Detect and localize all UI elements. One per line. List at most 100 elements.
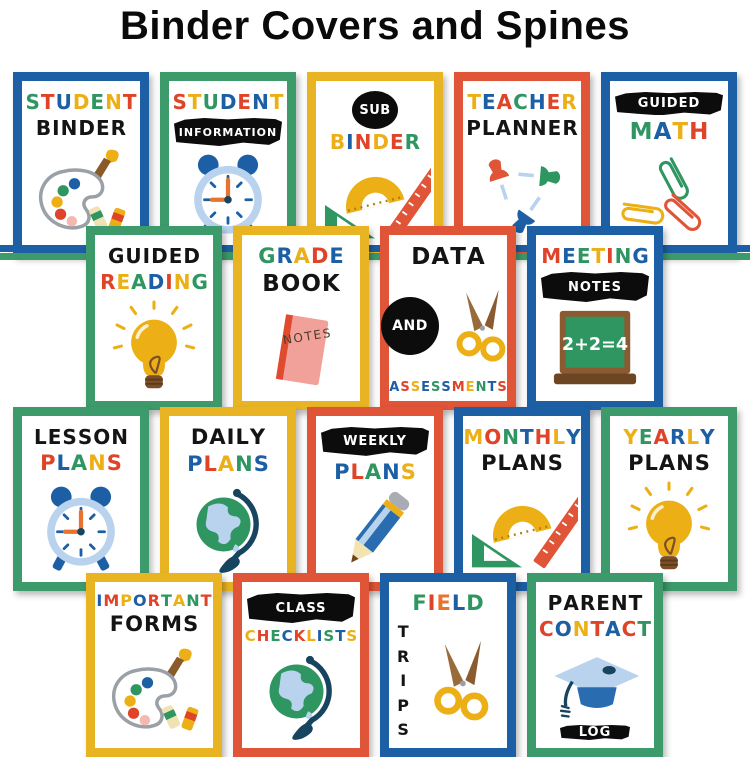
letter: R	[404, 130, 421, 154]
letter: T	[200, 591, 212, 610]
letter: A	[496, 90, 513, 114]
binder-spine-strip	[0, 253, 750, 260]
letter: A	[70, 451, 88, 475]
letter: A	[293, 244, 310, 268]
letter: R	[670, 425, 686, 449]
letter: R	[397, 646, 410, 666]
globe-icon	[242, 646, 360, 744]
letter: N	[614, 244, 632, 268]
letter: A	[466, 244, 485, 270]
letter: N	[382, 459, 400, 484]
letter: L	[552, 425, 566, 449]
letter: E	[116, 270, 131, 294]
letter: R	[276, 244, 293, 268]
letter: B	[35, 116, 52, 140]
black-banner: NOTES	[541, 272, 649, 302]
letter: H	[528, 90, 546, 114]
letter: K	[321, 271, 340, 298]
letter: T	[591, 244, 606, 268]
binder-spine-strip	[0, 245, 750, 252]
letter: AND	[392, 318, 428, 334]
letter: T	[628, 591, 643, 615]
black-banner: LOG	[560, 725, 630, 740]
letter: P	[481, 451, 497, 475]
scissors-icon	[417, 625, 499, 737]
letter: S	[346, 627, 358, 645]
letter: M	[103, 591, 120, 610]
letter: H	[256, 627, 270, 645]
letter: O	[301, 271, 321, 298]
letter: T	[672, 119, 689, 146]
letter: R	[147, 591, 160, 610]
letter: A	[658, 451, 676, 475]
letter: N	[676, 451, 694, 475]
letter: A	[431, 244, 450, 270]
letter: T	[335, 627, 346, 645]
letter: O	[554, 617, 572, 641]
letter: P	[334, 459, 350, 484]
geometry-tools-icon	[463, 477, 581, 578]
letter: C	[513, 90, 528, 114]
letter: T	[122, 90, 137, 114]
letter: U	[55, 90, 72, 114]
letter: S	[400, 380, 410, 396]
letter: A	[172, 591, 186, 610]
letter: D	[310, 244, 329, 268]
letter: N	[173, 270, 191, 294]
letter: D	[78, 116, 95, 140]
letter: S	[183, 612, 199, 637]
letter: F	[109, 612, 125, 637]
letter: I	[226, 425, 235, 449]
letter: A	[511, 451, 529, 475]
black-banner: WEEKLY	[321, 427, 429, 456]
letter: Y	[249, 425, 266, 449]
letter: G	[107, 244, 125, 268]
letter: P	[466, 116, 481, 140]
letter: E	[546, 90, 561, 114]
lightbulb-icon	[95, 295, 213, 397]
letter: L	[350, 459, 364, 484]
letter: L	[235, 425, 249, 449]
letter: P	[187, 452, 203, 477]
letter: R	[562, 116, 578, 140]
letter: E	[90, 90, 105, 114]
letter: I	[96, 591, 103, 610]
black-banner: GUIDED	[615, 92, 723, 116]
letter: T	[637, 617, 651, 641]
lightbulb-icon	[610, 477, 728, 578]
letter: D	[219, 90, 237, 114]
letter: A	[389, 380, 400, 396]
letter: E	[270, 627, 281, 645]
letter: INFORMATION	[178, 125, 278, 139]
letter: A	[653, 119, 672, 146]
letter: I	[427, 591, 436, 615]
letter: S	[106, 451, 122, 475]
letter: F	[412, 591, 427, 615]
letter: T	[397, 621, 409, 641]
letter: N	[252, 90, 269, 114]
letter: R	[100, 270, 116, 294]
letter: N	[502, 425, 520, 449]
letter: P	[40, 451, 56, 475]
letter: M	[541, 244, 562, 268]
letter: B	[262, 271, 280, 298]
